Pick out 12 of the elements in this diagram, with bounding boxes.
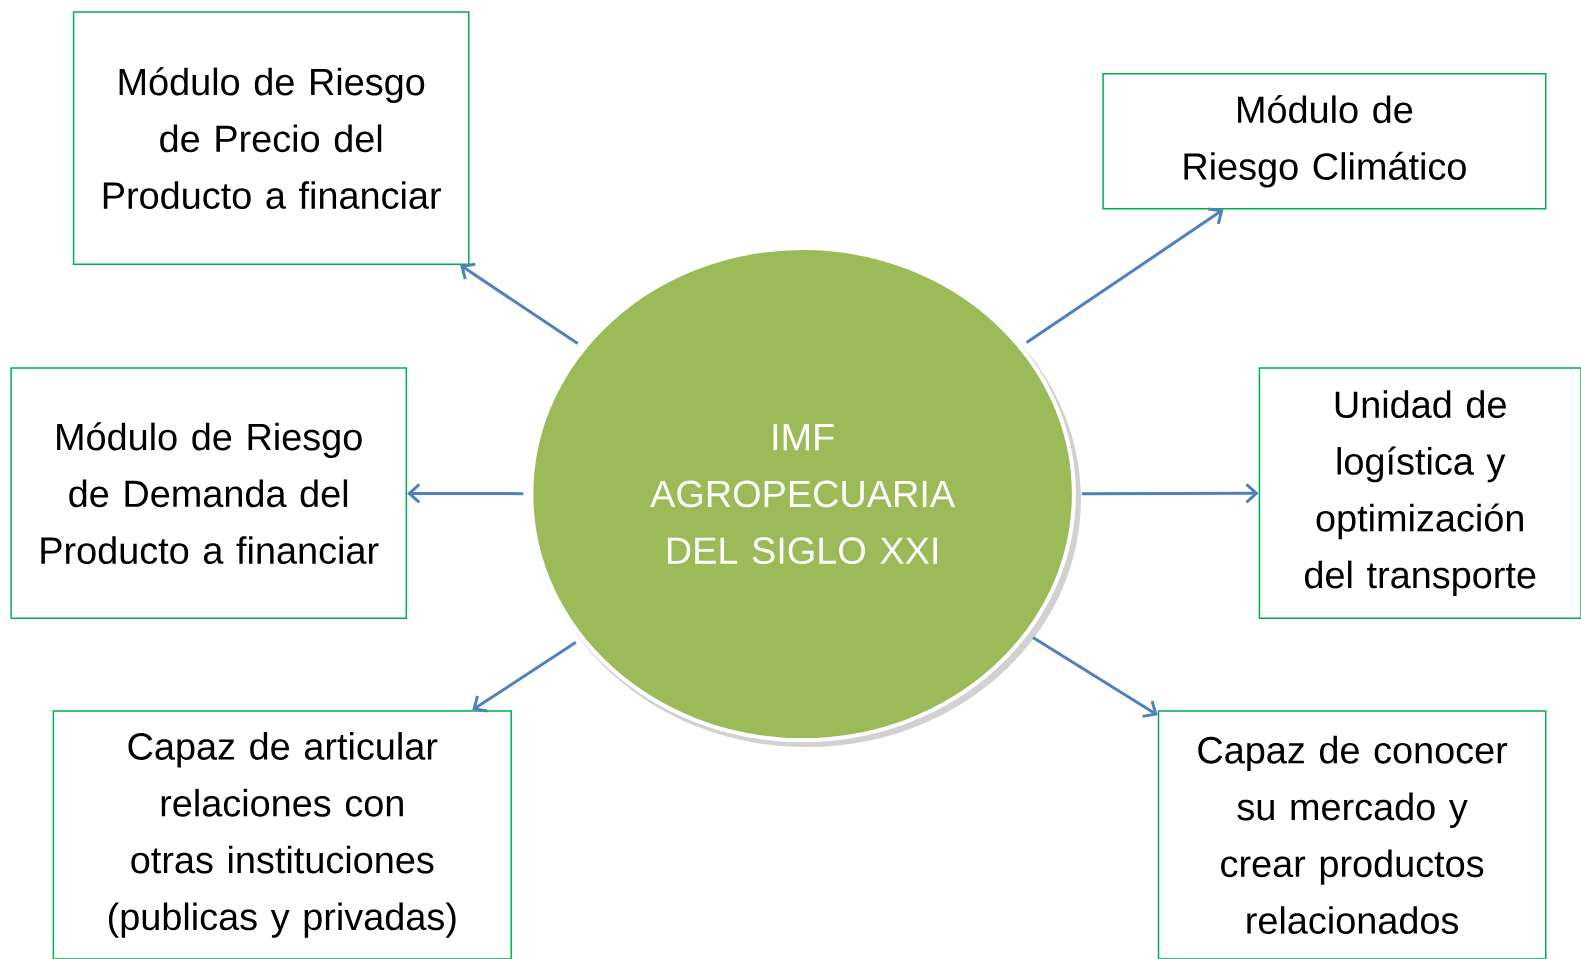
- arrow: [472, 641, 577, 713]
- arrow: [1032, 636, 1158, 718]
- arrow: [1081, 483, 1259, 504]
- module-box: Módulo de Riesgo Climático: [1102, 72, 1547, 210]
- module-box: Capaz de articular relaciones con otras instituciones (publicas y privadas): [52, 710, 512, 959]
- module-box: Módulo de Riesgo de Demanda del Producto a financiar: [10, 367, 408, 619]
- arrow: [1025, 207, 1224, 344]
- arrow: [460, 262, 579, 345]
- module-box: Unidad de logística y optimización del transporte: [1258, 367, 1581, 619]
- module-box: Capaz de conocer su mercado y crear productos relacionados: [1157, 710, 1547, 959]
- arrow: [407, 483, 524, 504]
- module-box: Módulo de Riesgo de Precio del Producto a financiar: [72, 11, 470, 265]
